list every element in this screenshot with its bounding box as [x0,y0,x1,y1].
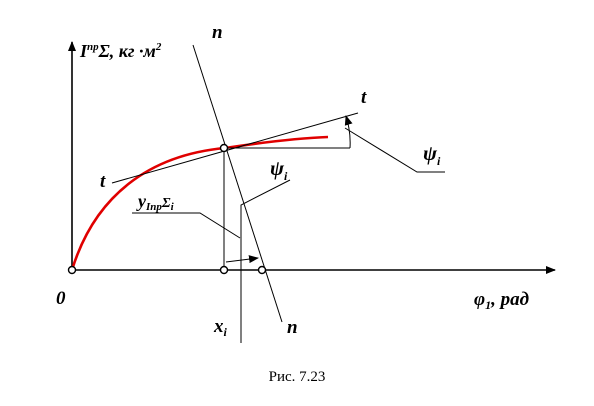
x-point [219,265,229,275]
x-value-label: xi [213,316,228,339]
psi-label-right: ψi [423,141,441,168]
angle-arrow-right [344,115,353,149]
origin-label: 0 [56,288,66,309]
inertia-curve [70,135,329,271]
tangent-label-left: t [100,171,106,192]
x-leader [240,179,291,343]
psi-right-leader [344,127,445,173]
normal-label-bottom: n [287,317,298,338]
angle-arrow-bottom [225,255,259,264]
y-value-label: yIпрΣi [136,191,175,213]
tangent-label-right: t [361,87,367,108]
normal-label-top: n [212,22,223,43]
curve-point [219,143,229,153]
x-axis-label: φ1, рад [474,289,529,312]
figure-caption: Рис. 7.23 [269,369,326,385]
y-axis-label: IпрΣ, кг ·м2 [79,41,162,61]
origin-point [67,265,77,275]
normal-intersection-point [257,265,267,275]
y-leader [132,212,241,239]
normal-line [192,44,283,323]
psi-label-center: ψi [270,156,288,183]
